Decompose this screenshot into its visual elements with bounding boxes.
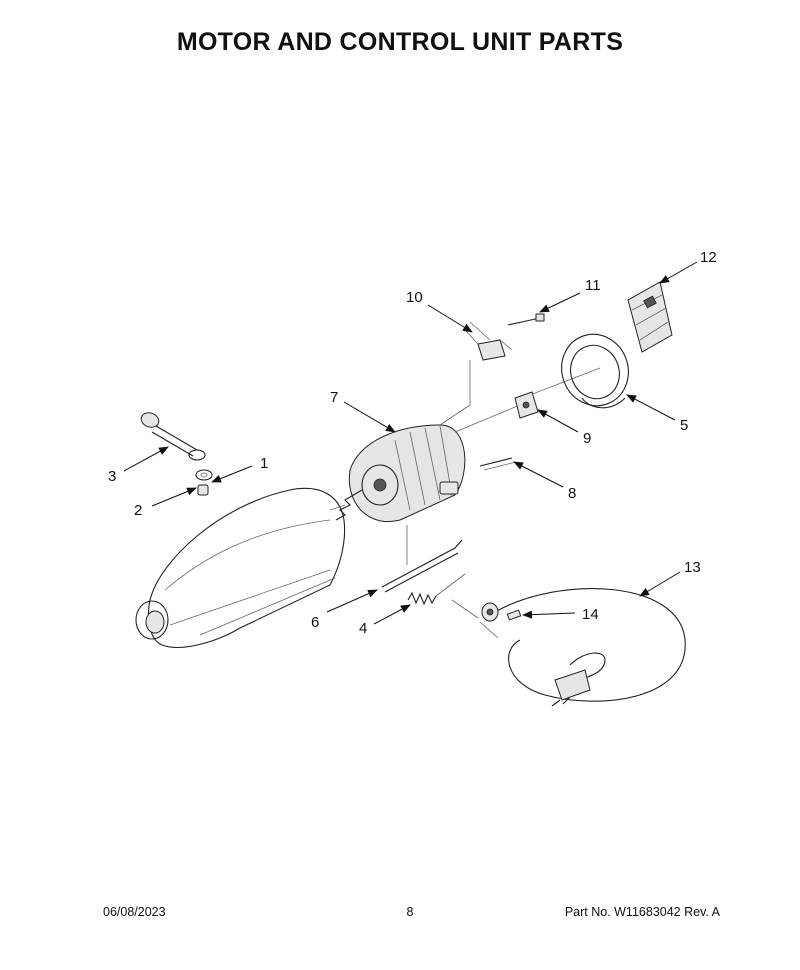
callout-1: 1: [211, 455, 268, 483]
svg-text:3: 3: [108, 468, 116, 485]
footer-date: 06/08/2023: [103, 905, 166, 919]
page-title: MOTOR AND CONTROL UNIT PARTS: [176, 28, 624, 56]
part-5-ring: [561, 333, 629, 409]
svg-text:7: 7: [330, 389, 338, 406]
svg-text:9: 9: [583, 430, 591, 447]
wiring-lines: [329, 360, 601, 565]
svg-text:1: 1: [260, 455, 268, 472]
callout-14: 14: [522, 606, 599, 623]
part-10-bracket: [464, 321, 513, 361]
svg-text:10: 10: [406, 289, 423, 306]
svg-text:14: 14: [582, 606, 599, 623]
part-4-spring: [407, 573, 466, 606]
svg-text:5: 5: [680, 417, 688, 434]
callout-2: 2: [134, 487, 197, 519]
part-12-control-board: [627, 281, 673, 353]
svg-text:4: 4: [359, 620, 367, 637]
callout-3: 3: [108, 446, 169, 485]
callout-4: 4: [359, 604, 411, 637]
part-9-speed-control: [514, 391, 539, 419]
footer-page-number: 8: [406, 905, 414, 919]
callout-5: 5: [626, 394, 688, 434]
motor-housing-part: [135, 487, 346, 648]
part-3-rod: [140, 412, 206, 461]
callout-13: 13: [639, 559, 701, 597]
callout-12: 12: [659, 249, 717, 284]
part-8-rod: [479, 457, 517, 471]
part-6-link: [381, 539, 463, 593]
svg-text:2: 2: [134, 502, 142, 519]
svg-text:11: 11: [585, 277, 601, 294]
callout-11: 11: [539, 277, 601, 313]
part-1-washer: [195, 469, 213, 481]
callout-10: 10: [406, 289, 473, 333]
part-14-strain-relief: [451, 599, 522, 639]
callout-8: 8: [513, 461, 576, 502]
callout-9: 9: [537, 409, 591, 447]
svg-text:13: 13: [684, 559, 701, 576]
callout-6: 6: [311, 589, 378, 631]
footer-part-number: Part No. W11683042 Rev. A: [564, 905, 720, 919]
svg-text:12: 12: [700, 249, 717, 266]
callout-7: 7: [330, 389, 396, 433]
part-11-screw: [507, 313, 545, 326]
svg-text:8: 8: [568, 485, 576, 502]
part-2-screw: [197, 484, 209, 496]
svg-text:6: 6: [311, 614, 319, 631]
part-13-power-cord: [494, 588, 686, 707]
part-7-motor: [335, 424, 466, 522]
